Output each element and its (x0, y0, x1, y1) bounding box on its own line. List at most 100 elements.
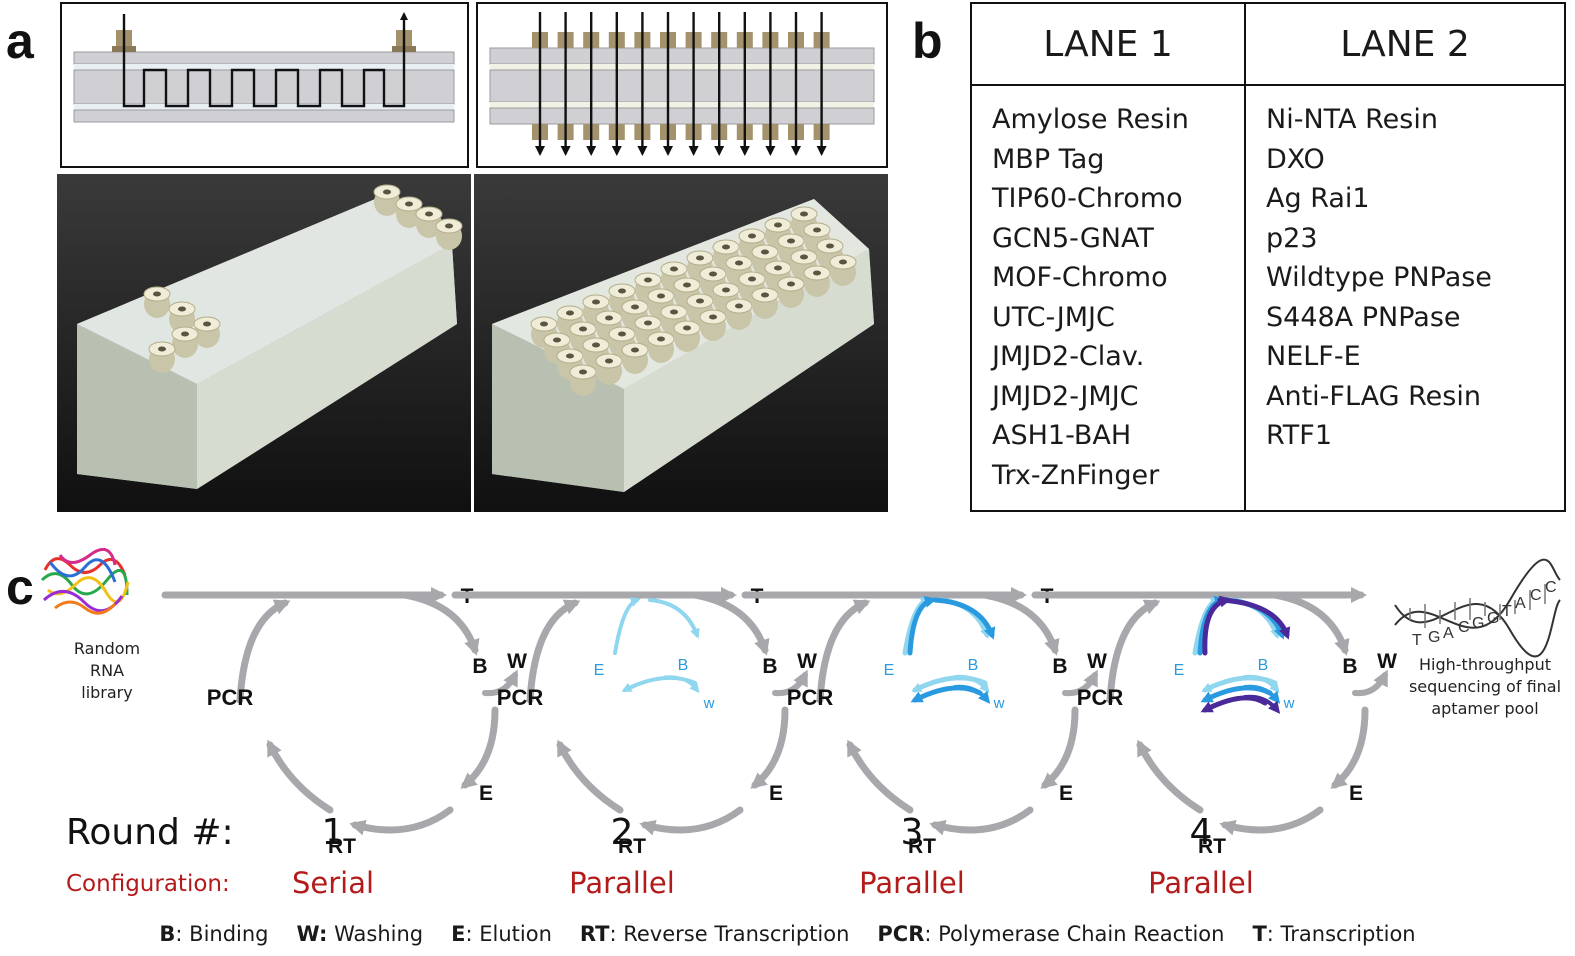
sequence-letter: T (1412, 632, 1422, 649)
configuration-label: Configuration: (66, 871, 230, 897)
panel-letter-b: b (912, 13, 943, 69)
legend-separator: : (465, 922, 480, 946)
configuration-value: Parallel (569, 866, 675, 900)
legend-item: W: Washing (297, 922, 424, 946)
legend-separator: : (924, 922, 939, 946)
library-label-line-3: library (81, 683, 133, 702)
inner-binding-label: B (678, 657, 689, 674)
lane-2-item: Wildtype PNPase (1266, 262, 1492, 293)
inner-washing-label: w (993, 695, 1005, 712)
lane-1-item: JMJD2-Clav. (992, 341, 1145, 372)
legend-separator: : (175, 922, 190, 946)
lane-2-item: Anti-FLAG Resin (1266, 380, 1481, 412)
lane-1-item: MBP Tag (992, 143, 1105, 175)
lane-divider (1244, 4, 1246, 510)
inner-elution-label: E (884, 662, 895, 679)
library-label-line-2: RNA (89, 661, 125, 680)
pcr-label: PCR (787, 685, 834, 710)
panel-letter-a: a (6, 13, 34, 69)
configuration-value: Parallel (859, 866, 965, 900)
dna-helix-icon (1394, 558, 1561, 658)
lane-2-item: NELF-E (1266, 341, 1361, 372)
legend-text: Reverse Transcription (623, 922, 850, 946)
lane-2-item: Ni-NTA Resin (1266, 104, 1438, 135)
legend-text: Polymerase Chain Reaction (938, 922, 1225, 946)
legend-text: Binding (189, 922, 269, 946)
inner-elution-label: E (594, 662, 605, 679)
legend-key: E (451, 922, 466, 946)
rt-label: RT (618, 835, 646, 858)
lane-1-item: JMJD2-JMJC (992, 380, 1139, 412)
legend-item: T: Transcription (1252, 922, 1415, 946)
lane-1-header: LANE 1 (972, 4, 1244, 86)
device-photo-parallel (474, 174, 888, 512)
sequence-letter: G (1428, 629, 1440, 646)
washing-label: W (507, 650, 527, 673)
serial-flow-diagram (60, 2, 469, 168)
sequence-letter: G (1487, 610, 1499, 627)
sequencing-label: High-throughput sequencing of final apta… (1400, 654, 1570, 720)
sequence-letter: A (1515, 595, 1526, 612)
washing-label: W (1377, 650, 1397, 673)
abbreviation-legend: B: Binding W: Washing E: Elution RT: Revers… (0, 922, 1575, 946)
library-label-line-1: Random (73, 639, 141, 658)
legend-key: T (1252, 922, 1267, 946)
lane-2-item: Ag Rai1 (1266, 183, 1370, 214)
legend-text: Transcription (1280, 922, 1416, 946)
elution-label: E (479, 782, 493, 805)
rt-label: RT (1198, 835, 1226, 858)
rt-label: RT (908, 835, 936, 858)
legend-item: RT: Reverse Transcription (580, 922, 849, 946)
sequence-letter: C (1458, 619, 1470, 636)
washing-label: W (1087, 650, 1107, 673)
parallel-flow-diagram (476, 2, 888, 168)
inner-binding-label: B (968, 657, 979, 674)
lane-2-item: p23 (1266, 222, 1318, 254)
sequencing-label-line-1: High-throughput (1419, 655, 1551, 674)
round-number: 2 (610, 812, 634, 853)
legend-text: Elution (479, 922, 552, 946)
lane-1-item: ASH1-BAH (992, 420, 1132, 451)
lane-2-item: RTF1 (1266, 420, 1332, 451)
library-label: Random RNA library (62, 638, 152, 704)
sequence-letter: T (1502, 603, 1512, 620)
sequence-letter: G (1472, 615, 1484, 632)
sequencing-label-line-3: aptamer pool (1431, 699, 1539, 718)
lane-2-item: DXO (1266, 143, 1325, 175)
legend-item: PCR: Polymerase Chain Reaction (877, 922, 1224, 946)
legend-separator: : (1266, 922, 1281, 946)
lane-1-item: GCN5-GNAT (992, 222, 1154, 254)
rna-library-icon (40, 547, 130, 615)
binding-label: B (762, 655, 777, 678)
lane-1-item: TIP60-Chromo (992, 183, 1183, 214)
elution-label: E (1059, 782, 1073, 805)
legend-item: E: Elution (451, 922, 552, 946)
legend-key: PCR (877, 922, 925, 946)
binding-label: B (1342, 655, 1357, 678)
sequence-letter: A (1443, 625, 1454, 642)
legend-key: B (159, 922, 176, 946)
pcr-label: PCR (207, 685, 254, 710)
round-label: Round #: (66, 812, 234, 853)
sequence-letter: C (1545, 579, 1557, 596)
panel-letter-c: c (6, 559, 34, 615)
round-number: 1 (321, 812, 345, 853)
round-number: 4 (1189, 812, 1213, 853)
binding-label: B (1052, 655, 1067, 678)
legend-separator: : (609, 922, 624, 946)
legend-key: W: (296, 922, 328, 946)
round-number: 3 (900, 812, 924, 853)
sequencing-label-line-2: sequencing of final (1408, 677, 1562, 696)
lane-1-item: Amylose Resin (992, 104, 1189, 135)
lane-1-item: UTC-JMJC (992, 301, 1115, 333)
legend-key: RT (579, 922, 610, 946)
inner-washing-label: w (1283, 695, 1295, 712)
legend-text: Washing (334, 922, 424, 946)
lane-1-item: Trx-ZnFinger (992, 459, 1160, 491)
binding-label: B (472, 655, 487, 678)
